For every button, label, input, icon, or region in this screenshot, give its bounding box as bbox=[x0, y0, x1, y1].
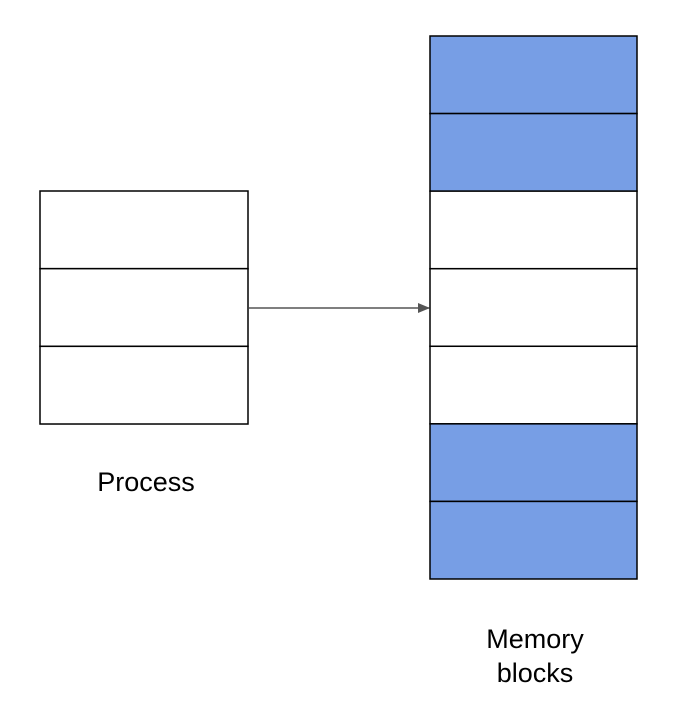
memory-block-2-allocated bbox=[429, 112, 638, 192]
memory-label-line1: Memory bbox=[486, 624, 584, 654]
memory-block-7-allocated bbox=[429, 500, 638, 580]
memory-stack bbox=[429, 35, 638, 580]
process-block-1-free bbox=[39, 190, 249, 270]
memory-block-3-free bbox=[429, 190, 638, 270]
memory-block-1-allocated bbox=[429, 35, 638, 115]
memory-block-6-allocated bbox=[429, 423, 638, 503]
process-block-2-free bbox=[39, 267, 249, 348]
process-block-3-free bbox=[39, 345, 249, 425]
memory-block-4-free bbox=[429, 267, 638, 348]
memory-block-5-free bbox=[429, 345, 638, 425]
memory-label-line2: blocks bbox=[497, 658, 574, 688]
process-stack bbox=[39, 190, 249, 425]
process-label: Process bbox=[97, 467, 195, 497]
